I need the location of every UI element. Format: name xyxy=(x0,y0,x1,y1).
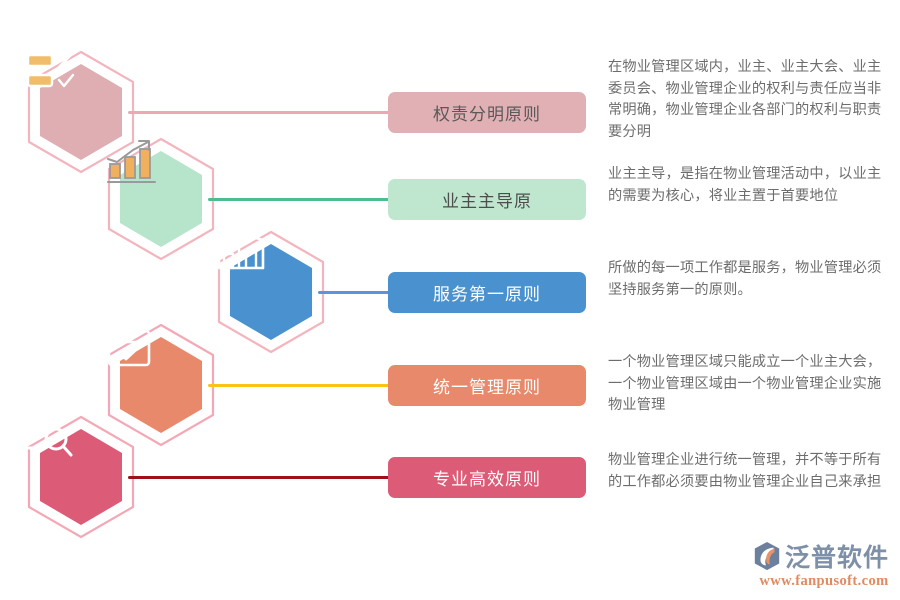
logo-name: 泛普软件 xyxy=(785,543,890,572)
principle-4-label[interactable]: 统一管理原则 xyxy=(388,365,586,406)
hexagon-shape xyxy=(27,415,135,539)
principle-5-connector xyxy=(128,476,390,479)
principle-2-connector xyxy=(208,198,390,201)
principle-2-label-text: 业主主导原 xyxy=(442,192,532,212)
principle-5-label-text: 专业高效原则 xyxy=(433,470,541,490)
principle-4-connector xyxy=(208,384,390,387)
principle-1-label-text: 权责分明原则 xyxy=(433,105,541,125)
principle-1-connector xyxy=(128,111,390,114)
principle-row-5: 专业高效原则 xyxy=(0,415,900,539)
logo-row: 泛普软件 xyxy=(752,540,896,572)
logo-url: www.fanpusoft.com xyxy=(759,573,889,589)
principle-5-label[interactable]: 专业高效原则 xyxy=(388,457,586,498)
principle-row-4: 统一管理原则 xyxy=(0,323,900,447)
fanpu-logo-mark-icon xyxy=(754,541,780,571)
principle-5-description: 物业管理企业进行统一管理，并不等于所有的工作都必须要由物业管理企业自己来承担 xyxy=(608,452,882,490)
principle-2-label[interactable]: 业主主导原 xyxy=(388,179,586,220)
principle-1-description: 在物业管理区域内，业主、业主大会、业主委员会、物业管理企业的权利与责任应当非常明… xyxy=(608,59,882,140)
principle-3-description: 所做的每一项工作都是服务，物业管理必须坚持服务第一的原则。 xyxy=(608,260,882,298)
principle-4-description: 一个物业管理区域只能成立一个业主大会，一个物业管理区域由一个物业管理企业实施物业… xyxy=(608,354,882,413)
principle-5-hex-badge[interactable] xyxy=(25,415,137,539)
principle-1-label[interactable]: 权责分明原则 xyxy=(388,92,586,133)
principle-4-label-text: 统一管理原则 xyxy=(433,378,541,398)
principle-3-label-text: 服务第一原则 xyxy=(433,285,541,305)
brand-logo[interactable]: 泛普软件 www.fanpusoft.com xyxy=(752,540,896,594)
principle-row-1: 权责分明原则 xyxy=(0,50,900,174)
principle-2-description: 业主主导，是指在物业管理活动中，以业主的需要为核心，将业主置于首要地位 xyxy=(608,166,882,204)
principle-3-connector xyxy=(318,291,390,294)
principle-3-label[interactable]: 服务第一原则 xyxy=(388,272,586,313)
